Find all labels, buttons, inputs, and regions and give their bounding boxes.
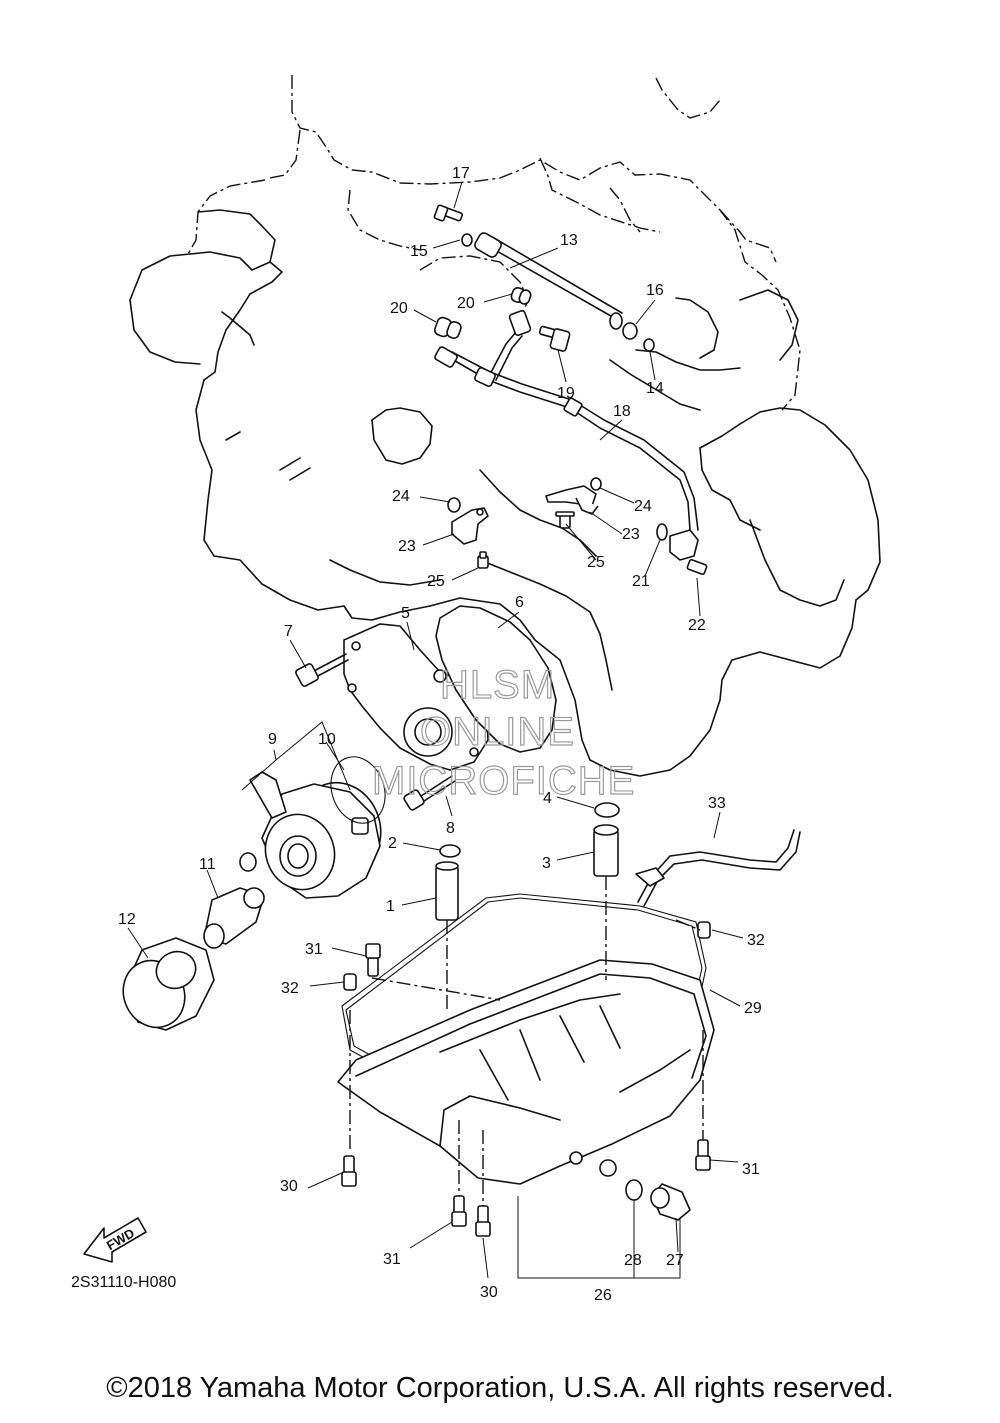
callout-16: 16 bbox=[646, 282, 664, 299]
callout-10: 10 bbox=[318, 731, 336, 748]
oil-cooler-cover-5 bbox=[343, 623, 489, 771]
relief-valve-3 bbox=[593, 824, 619, 877]
callout-22: 22 bbox=[688, 617, 706, 634]
drain-bolt-27 bbox=[650, 1183, 691, 1221]
callout-24-left: 24 bbox=[392, 488, 410, 505]
callout-7: 7 bbox=[284, 623, 293, 640]
stay-23-left bbox=[451, 507, 489, 545]
callout-25-left: 25 bbox=[427, 573, 445, 590]
gasket-20-left bbox=[433, 316, 462, 339]
watermark-line-2: ONLINE bbox=[420, 710, 575, 754]
union-22-bracket bbox=[669, 529, 708, 576]
o-ring-15 bbox=[461, 233, 473, 247]
oil-cooler-9 bbox=[239, 771, 382, 899]
oil-delivery-pipe-13 bbox=[474, 232, 623, 330]
o-ring-24-left bbox=[447, 497, 461, 513]
crankcase-outline bbox=[129, 209, 881, 777]
o-ring-16 bbox=[622, 322, 638, 340]
o-ring-4 bbox=[594, 802, 620, 818]
gasket-20-right bbox=[510, 286, 532, 305]
callout-31-upper-left: 31 bbox=[305, 941, 323, 958]
gasket-6 bbox=[435, 605, 557, 753]
bolt-8 bbox=[403, 775, 456, 811]
bolt-17 bbox=[433, 204, 464, 222]
bolt-25-left bbox=[477, 551, 489, 569]
bolt-31-upper-left bbox=[365, 943, 381, 977]
callout-9: 9 bbox=[268, 731, 277, 748]
stay-23-right bbox=[545, 485, 599, 515]
callout-21: 21 bbox=[632, 573, 650, 590]
union-bolt-11 bbox=[203, 887, 265, 949]
oil-filter-12 bbox=[122, 937, 215, 1031]
pipe-1 bbox=[435, 861, 459, 921]
callout-31-bottom: 31 bbox=[383, 1251, 401, 1268]
callout-14: 14 bbox=[646, 380, 664, 397]
callout-11: 11 bbox=[199, 856, 216, 873]
callout-4: 4 bbox=[543, 790, 552, 807]
callout-19: 19 bbox=[557, 385, 575, 402]
callout-31-right: 31 bbox=[742, 1161, 760, 1178]
o-ring-24-right bbox=[590, 477, 602, 491]
oil-pipe-18 bbox=[434, 309, 699, 531]
callout-20-left: 20 bbox=[390, 300, 408, 317]
o-ring-14 bbox=[643, 338, 655, 352]
pipe-33 bbox=[635, 829, 801, 907]
callout-23-right: 23 bbox=[622, 526, 640, 543]
callout-23-left: 23 bbox=[398, 538, 416, 555]
gasket-21 bbox=[656, 523, 668, 541]
callout-17: 17 bbox=[452, 165, 470, 182]
callout-6: 6 bbox=[515, 594, 524, 611]
bolt-25-right bbox=[555, 511, 575, 529]
engine-phantom-outline bbox=[187, 75, 801, 411]
o-ring-10 bbox=[330, 756, 386, 824]
callout-29: 29 bbox=[744, 1000, 762, 1017]
callout-18: 18 bbox=[613, 403, 631, 420]
callout-20-right: 20 bbox=[457, 295, 475, 312]
gasket-28 bbox=[625, 1179, 643, 1201]
callout-25-right: 25 bbox=[587, 554, 605, 571]
callout-32-right: 32 bbox=[747, 932, 765, 949]
union-bolt-19 bbox=[538, 325, 571, 352]
callout-numbers: 1 2 3 4 5 6 7 8 9 10 11 12 13 14 15 16 1… bbox=[118, 165, 765, 1304]
callout-3: 3 bbox=[542, 855, 551, 872]
oil-pan-26 bbox=[337, 959, 715, 1185]
callout-5: 5 bbox=[401, 605, 410, 622]
callout-13: 13 bbox=[560, 232, 578, 249]
dowel-32-right bbox=[697, 921, 711, 939]
leader-lines bbox=[127, 181, 744, 1279]
callout-30-bottom: 30 bbox=[480, 1284, 498, 1301]
forward-direction-arrow: FWD bbox=[83, 1217, 147, 1263]
o-ring-2 bbox=[439, 844, 461, 858]
bolt-7 bbox=[295, 653, 349, 687]
watermark: HLSM ONLINE MICROFICHE bbox=[371, 662, 635, 803]
copyright-notice: ©2018 Yamaha Motor Corporation, U.S.A. A… bbox=[106, 1372, 894, 1404]
callout-12: 12 bbox=[118, 911, 136, 928]
bolt-31-right bbox=[695, 1139, 711, 1171]
diagram-code: 2S31110-H080 bbox=[71, 1274, 176, 1291]
callout-2: 2 bbox=[388, 835, 397, 852]
bolt-30-bottom bbox=[475, 1205, 491, 1237]
callout-8: 8 bbox=[446, 820, 455, 837]
bolt-31-bottom bbox=[451, 1195, 467, 1227]
watermark-line-3: MICROFICHE bbox=[372, 759, 635, 803]
callout-27: 27 bbox=[666, 1252, 684, 1269]
callout-30-left: 30 bbox=[280, 1178, 298, 1195]
bolt-30-lower-left bbox=[341, 1155, 357, 1187]
callout-26: 26 bbox=[594, 1287, 612, 1304]
callout-15: 15 bbox=[410, 243, 428, 260]
callout-28: 28 bbox=[624, 1252, 642, 1269]
callout-1: 1 bbox=[386, 898, 395, 915]
callout-32-left: 32 bbox=[281, 980, 299, 997]
alignment-lines bbox=[349, 876, 704, 1206]
watermark-line-1: HLSM bbox=[440, 663, 555, 707]
dowel-32-left bbox=[343, 973, 357, 991]
callout-24-right: 24 bbox=[634, 498, 652, 515]
callout-33: 33 bbox=[708, 795, 726, 812]
